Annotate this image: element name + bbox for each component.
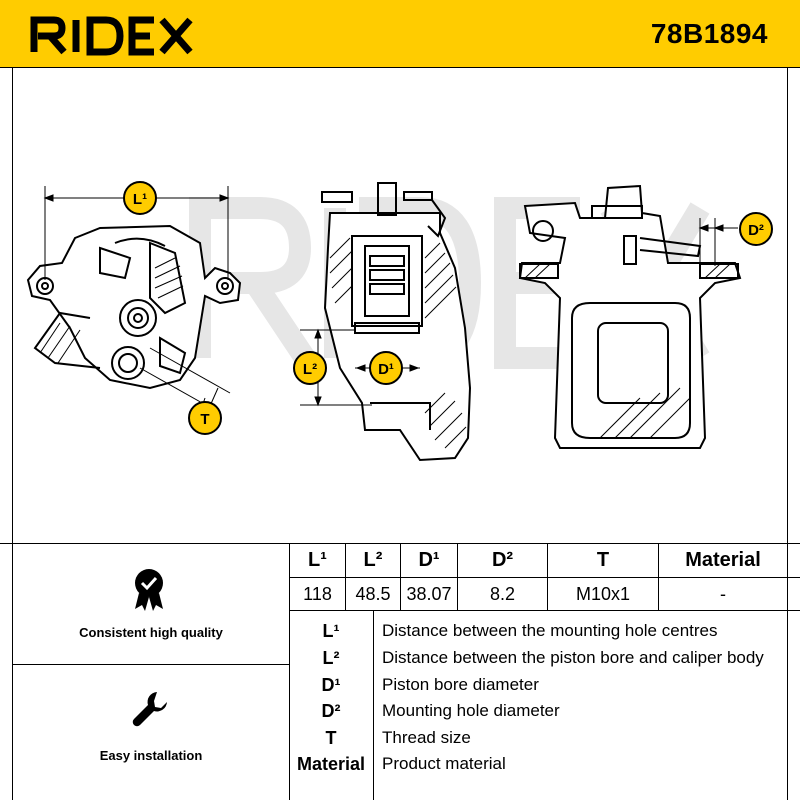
wrench-icon [132,692,167,727]
header-t: T [596,548,610,571]
header-bar: 78B1894 [0,0,800,68]
value-t: M10x1 [575,583,631,604]
hatching-middle [329,237,467,449]
svg-text:D²: D² [748,222,764,239]
legend-symbol-l1: L¹ [322,620,340,641]
hatching-right [524,263,731,439]
header-d1: D¹ [418,548,440,571]
legend-divider [373,610,374,800]
caliper-side-view [26,224,242,390]
table-right-border [787,543,788,800]
col-divider-3 [457,543,458,610]
feature-column-divider [289,543,290,800]
legend-desc-d1: Piston bore diameter [382,675,539,694]
legend-symbol-l2: L² [322,647,340,668]
table-left-border [12,543,13,800]
table-header-divider [289,577,800,578]
header-material: Material [685,548,761,571]
svg-text:L²: L² [303,361,317,378]
value-d1: 38.07 [406,583,452,604]
ridex-logo [30,16,193,56]
feature-installation-label: Easy installation [99,747,203,763]
col-divider-4 [547,543,548,610]
value-d2: 8.2 [489,583,516,604]
hatching-left [39,257,184,364]
caliper-drawing: L¹ T L² D¹ D² [26,181,773,462]
header-l2: L² [363,548,383,571]
spec-table: L¹ L² D¹ D² T Material 118 48.5 38.07 8.… [0,543,800,800]
badge-d1: D¹ [369,351,403,385]
legend-symbol-material: Material [296,753,366,774]
legend-symbol-d2: D² [321,700,341,721]
legend-desc-l2: Distance between the piston bore and cal… [382,648,764,667]
value-l2: 48.5 [355,583,391,604]
value-l1: 118 [303,583,332,604]
header-d2: D² [491,548,514,571]
col-divider-5 [658,543,659,610]
part-number: 78B1894 [650,18,768,49]
legend-desc-material: Product material [382,754,506,773]
dimension-d2 [698,218,738,266]
legend-desc-d2: Mounting hole diameter [382,701,560,720]
legend-symbol-t: T [325,727,337,748]
header-l1: L¹ [308,548,327,571]
legend-symbol-d1: D¹ [321,674,341,695]
table-values-divider [289,610,800,611]
caliper-front-view [518,184,742,449]
legend-desc-t: Thread size [382,728,471,747]
badge-l2: L² [293,351,327,385]
svg-text:T: T [200,411,209,428]
drawing-frame [12,68,788,800]
badge-d2: D² [739,212,773,246]
dimension-l2-d1 [300,328,420,407]
quality-check-icon [135,569,163,611]
svg-text:D¹: D¹ [378,361,394,378]
svg-text:L¹: L¹ [133,191,147,208]
legend-desc-l1: Distance between the mounting hole centr… [382,621,718,640]
col-divider-1 [345,543,346,610]
col-divider-2 [400,543,401,610]
badge-t: T [188,401,222,435]
caliper-section-view [321,182,472,462]
feature-divider [12,664,289,665]
badge-l1: L¹ [123,181,157,215]
feature-quality-label: Consistent high quality [79,624,223,640]
value-material: - [720,583,726,604]
